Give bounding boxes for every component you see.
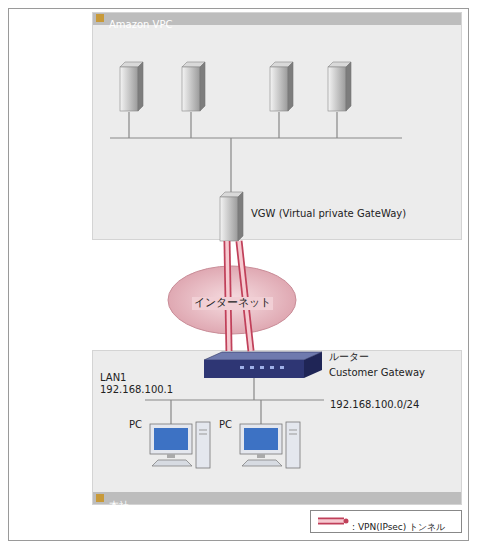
node-text: VGW (Virtual private GateWay): [251, 208, 406, 220]
tunnel-stroke: [239, 241, 251, 351]
legend-text: : VPN(IPsec) トンネル: [352, 522, 445, 532]
text-slot: Amazon VPC: [109, 13, 172, 32]
vpc-region: Amazon VPC VGW (Virtual private GateWay): [92, 12, 462, 240]
server-icon: [270, 62, 293, 111]
text-slot: インターネット: [192, 291, 273, 310]
header-mark: [96, 14, 104, 22]
pc-icon: [240, 422, 300, 468]
text-slot: PC: [129, 413, 142, 432]
subnet-label: 192.168.100.0/24: [330, 399, 419, 411]
text-slot: PC: [219, 413, 232, 432]
vpn-tunnel: [227, 241, 229, 351]
tunnel-stroke: [239, 241, 251, 351]
text-slot: 本社: [109, 494, 129, 513]
outer-frame: [9, 9, 469, 541]
text-slot: : VPN(IPsec) トンネル: [352, 515, 445, 534]
text-slot: 192.168.100.0/24: [330, 393, 419, 412]
server-icon: [328, 62, 351, 111]
node-text: ルーター: [329, 351, 369, 363]
node-text: PC: [219, 419, 232, 431]
tunnel-stroke: [227, 241, 229, 351]
node-text: Customer Gateway: [329, 367, 425, 379]
port-label: LAN1: [100, 372, 126, 384]
header-mark: [96, 494, 104, 502]
vpn-tunnel: [239, 241, 251, 351]
tunnel-stroke: [227, 241, 229, 351]
text-slot: VGW (Virtual private GateWay): [251, 202, 406, 221]
header-band: [93, 492, 461, 504]
router-icon: [204, 352, 322, 378]
text-slot: LAN1: [100, 366, 126, 385]
node-text: インターネット: [192, 297, 273, 310]
vgw-node: VGW (Virtual private GateWay): [219, 193, 411, 241]
server-icon: [120, 62, 143, 111]
node-text: Amazon VPC: [109, 19, 172, 31]
text-slot: ルーター: [329, 345, 369, 364]
ip-address: 192.168.100.1: [100, 384, 173, 396]
text-slot: Customer Gateway: [329, 361, 425, 380]
vgw-icon: [220, 192, 243, 241]
tunnel-sample: [318, 519, 349, 524]
legend-box: [311, 511, 462, 533]
vpc-bus: [110, 112, 402, 196]
node-text: PC: [129, 419, 142, 431]
node-text: 本社: [109, 500, 129, 512]
server-icon: [182, 62, 205, 111]
pc-icon: [150, 422, 210, 468]
